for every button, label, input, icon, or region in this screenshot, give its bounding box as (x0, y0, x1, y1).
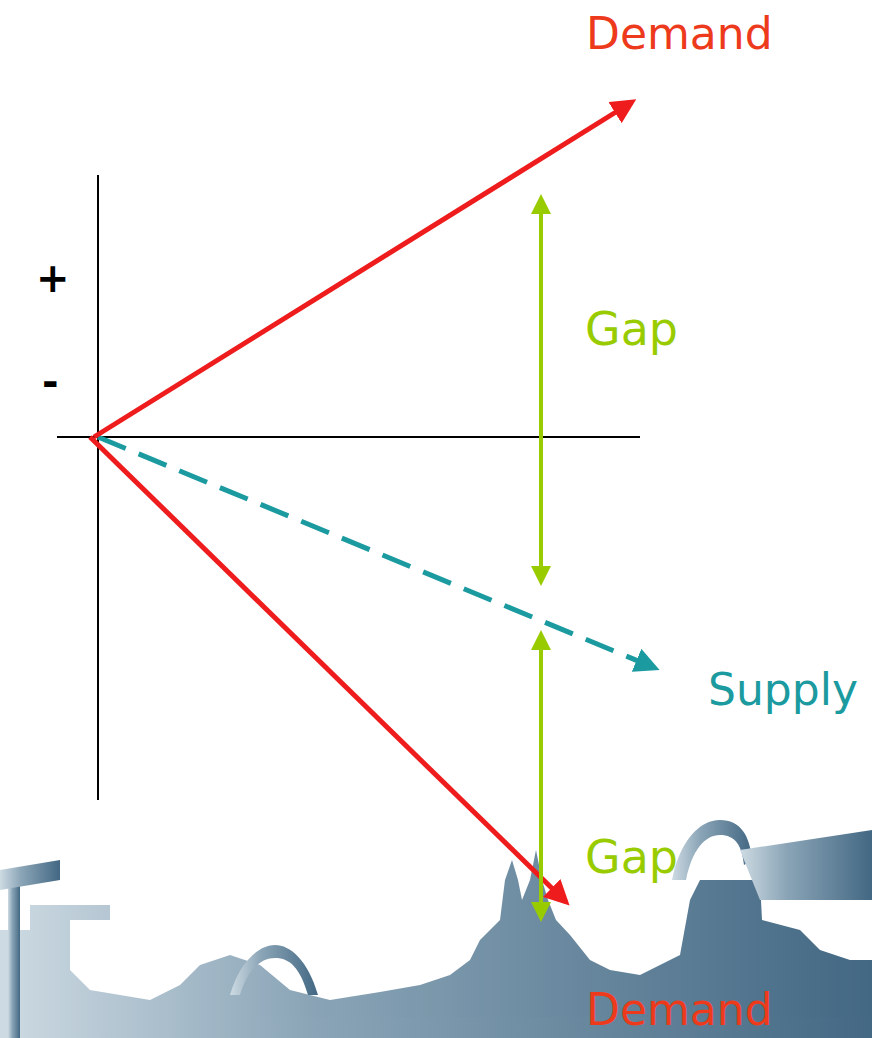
axis-sign: + (36, 258, 70, 298)
supply-label: Supply (708, 668, 858, 712)
gap-label: Gap (585, 306, 678, 352)
gap-arrow-upper (539, 198, 543, 582)
horizontal-axis (57, 436, 640, 438)
vertical-axis (97, 175, 99, 800)
skyline-silhouette (0, 820, 872, 1038)
demand-label: Demand (586, 12, 773, 56)
supply-line (98, 437, 655, 668)
axis-sign: - (42, 362, 59, 402)
demand-line-up (94, 102, 632, 437)
gap-label: Gap (585, 834, 678, 880)
gap-arrow-lower (539, 634, 543, 918)
demand-line-down (90, 437, 566, 902)
demand-label: Demand (586, 988, 773, 1032)
